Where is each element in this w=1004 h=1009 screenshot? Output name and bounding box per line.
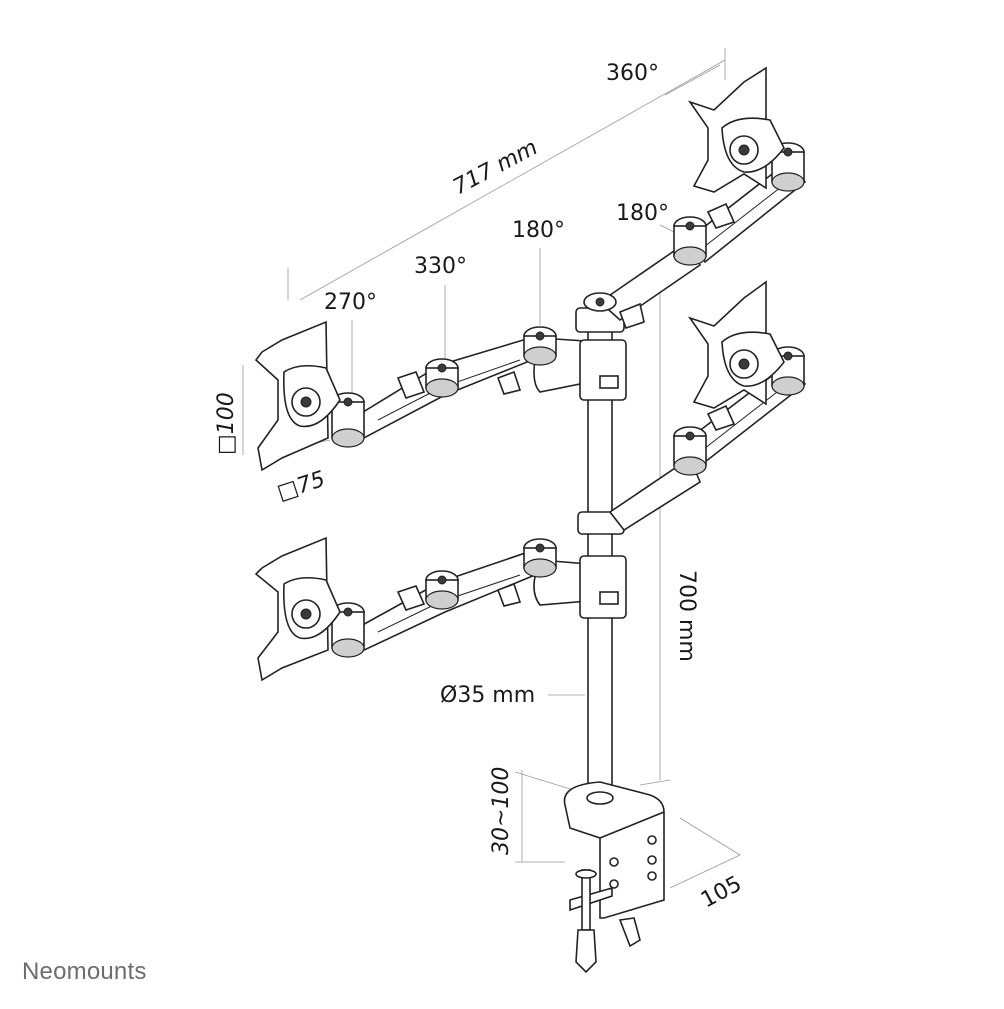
arm-upper-right xyxy=(583,142,807,330)
pole-collar-lower xyxy=(577,511,627,619)
dimension-lines xyxy=(242,48,741,889)
arm-lower-right xyxy=(608,346,807,532)
label-vesa-100: □100 xyxy=(214,392,239,455)
label-rotation-180-top: 180° xyxy=(616,201,669,226)
pole-collar-upper xyxy=(575,307,627,401)
label-width-717: 717 mm xyxy=(449,135,542,200)
brand-logo-text: Neomounts xyxy=(22,958,147,985)
label-rotation-360: 360° xyxy=(606,61,659,86)
label-rotation-330: 330° xyxy=(414,254,467,279)
arm-upper-left xyxy=(331,326,601,448)
vesa-plate-lower-right xyxy=(687,280,785,409)
arm-lower-left xyxy=(331,538,601,658)
label-pole-diameter: Ø35 mm xyxy=(440,683,535,708)
vesa-plate-lower-left xyxy=(254,536,341,682)
vesa-plate-upper-left xyxy=(254,320,341,472)
desk-clamp xyxy=(563,781,665,974)
vesa-plate-upper-right xyxy=(687,66,785,193)
label-rotation-180-left: 180° xyxy=(512,218,565,243)
label-clamp-depth: 105 xyxy=(697,872,746,914)
label-vesa-75: □75 xyxy=(274,467,328,506)
label-rotation-270: 270° xyxy=(324,290,377,315)
label-pole-height: 700 mm xyxy=(674,570,699,662)
label-clamp-range: 30~100 xyxy=(489,767,514,855)
